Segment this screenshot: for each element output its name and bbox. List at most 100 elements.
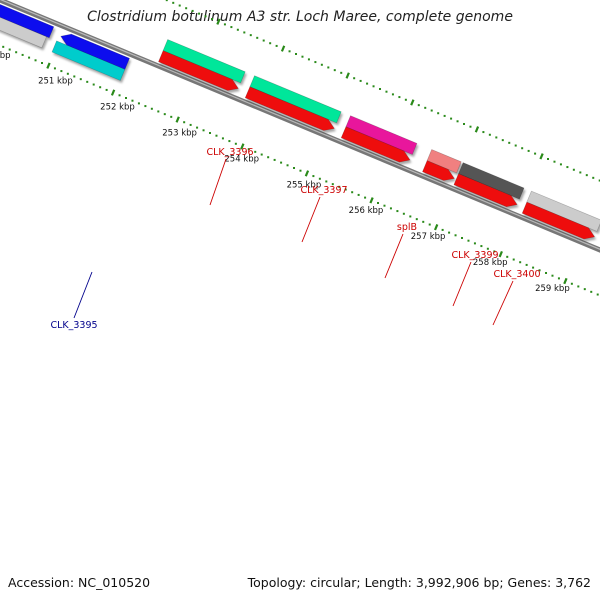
inner-minor-tick (461, 236, 464, 239)
outer-minor-tick (456, 120, 459, 123)
scale-label: 254 kbp (224, 154, 259, 164)
outer-minor-tick (424, 106, 427, 109)
inner-minor-tick (247, 148, 250, 151)
gene-label: CLK_3400 (493, 269, 540, 280)
label-leader (73, 271, 93, 319)
inner-major-tick (304, 170, 310, 177)
scale-label: 256 kbp (349, 206, 384, 216)
inner-minor-tick (525, 263, 528, 266)
outer-minor-tick (598, 179, 600, 182)
outer-minor-tick (236, 28, 239, 31)
inner-minor-tick (486, 247, 489, 250)
feature-track (0, 4, 600, 240)
inner-minor-tick (92, 83, 95, 86)
outer-minor-tick (579, 171, 582, 174)
inner-minor-tick (402, 212, 405, 215)
outer-minor-tick (495, 136, 498, 139)
inner-minor-tick (512, 258, 515, 261)
outer-minor-tick (301, 55, 304, 58)
inner-major-tick (240, 143, 245, 150)
inner-minor-tick (551, 274, 554, 277)
label-leader (492, 280, 514, 326)
inner-minor-tick (590, 290, 593, 293)
outer-major-tick (539, 153, 544, 160)
outer-minor-tick (437, 112, 440, 115)
inner-minor-tick (260, 153, 263, 156)
inner-minor-tick (448, 231, 451, 234)
cds-arrow-splb (340, 126, 411, 163)
outer-minor-tick (372, 85, 375, 88)
inner-minor-tick (34, 59, 37, 62)
gene-box-clk-3400 (458, 162, 525, 200)
backbone-line (0, 0, 600, 253)
backbone (0, 0, 600, 253)
inner-minor-tick (454, 234, 457, 237)
outer-minor-tick (450, 117, 453, 120)
scale-label: 253 kbp (162, 129, 197, 139)
inner-minor-tick (557, 277, 560, 280)
outer-minor-tick (547, 157, 550, 160)
inner-major-tick (46, 62, 51, 69)
label-leader (209, 158, 227, 206)
inner-minor-tick (41, 62, 44, 64)
outer-major-tick (280, 45, 286, 52)
outer-major-tick (410, 99, 415, 106)
inner-major-tick (110, 89, 116, 96)
inner-minor-tick (325, 180, 328, 183)
inner-minor-tick (519, 261, 522, 264)
inner-minor-tick (163, 113, 166, 116)
outer-minor-tick (566, 166, 569, 169)
inner-minor-tick (389, 207, 392, 210)
outer-minor-tick (172, 1, 175, 4)
outer-minor-tick (417, 104, 420, 107)
gene-box-gray (526, 190, 600, 232)
outer-minor-tick (553, 160, 556, 163)
gene-label: CLK_3395 (50, 320, 97, 331)
inner-minor-tick (21, 53, 24, 56)
inner-minor-tick (131, 99, 134, 102)
inner-minor-tick (428, 223, 431, 226)
outer-minor-tick (463, 122, 466, 125)
inner-minor-tick (409, 215, 412, 218)
outer-minor-tick (366, 82, 369, 85)
outer-minor-tick (223, 23, 226, 26)
scale-label: 255 kbp (287, 180, 322, 190)
outer-minor-tick (211, 17, 214, 20)
outer-minor-tick (178, 4, 181, 7)
outer-minor-tick (443, 114, 446, 117)
inner-minor-tick (189, 123, 192, 126)
outer-minor-tick (249, 34, 252, 37)
inner-minor-tick (344, 188, 347, 191)
outer-minor-tick (165, 0, 168, 2)
inner-minor-tick (254, 150, 257, 153)
scale-label: 250 kbp (0, 51, 11, 61)
inner-minor-tick (318, 177, 321, 180)
outer-minor-tick (592, 176, 595, 179)
inner-minor-tick (234, 142, 237, 145)
outer-minor-tick (559, 163, 562, 166)
inner-minor-tick (396, 210, 399, 213)
inner-minor-tick (60, 70, 63, 73)
gene-label: CLK_3399 (451, 250, 498, 261)
inner-minor-tick (441, 228, 444, 231)
outer-minor-tick (307, 58, 310, 61)
outer-minor-tick (191, 9, 194, 12)
scale-label: 252 kbp (100, 103, 135, 113)
cds-arrow-clk-3400 (453, 173, 518, 208)
outer-minor-tick (534, 152, 537, 155)
outer-minor-tick (404, 98, 407, 101)
inner-minor-tick (538, 269, 541, 272)
inner-minor-tick (125, 96, 128, 99)
label-leader (384, 233, 404, 279)
inner-minor-tick (467, 239, 470, 242)
label-leader (301, 196, 321, 243)
inner-minor-tick (293, 166, 296, 169)
outer-major-tick (216, 18, 221, 25)
inner-minor-tick (280, 161, 283, 164)
inner-minor-tick (137, 102, 140, 105)
inner-minor-tick (312, 175, 315, 178)
outer-minor-tick (275, 44, 278, 47)
outer-minor-tick (288, 50, 291, 53)
inner-minor-tick (183, 121, 186, 124)
gene-label: splB (397, 222, 417, 233)
